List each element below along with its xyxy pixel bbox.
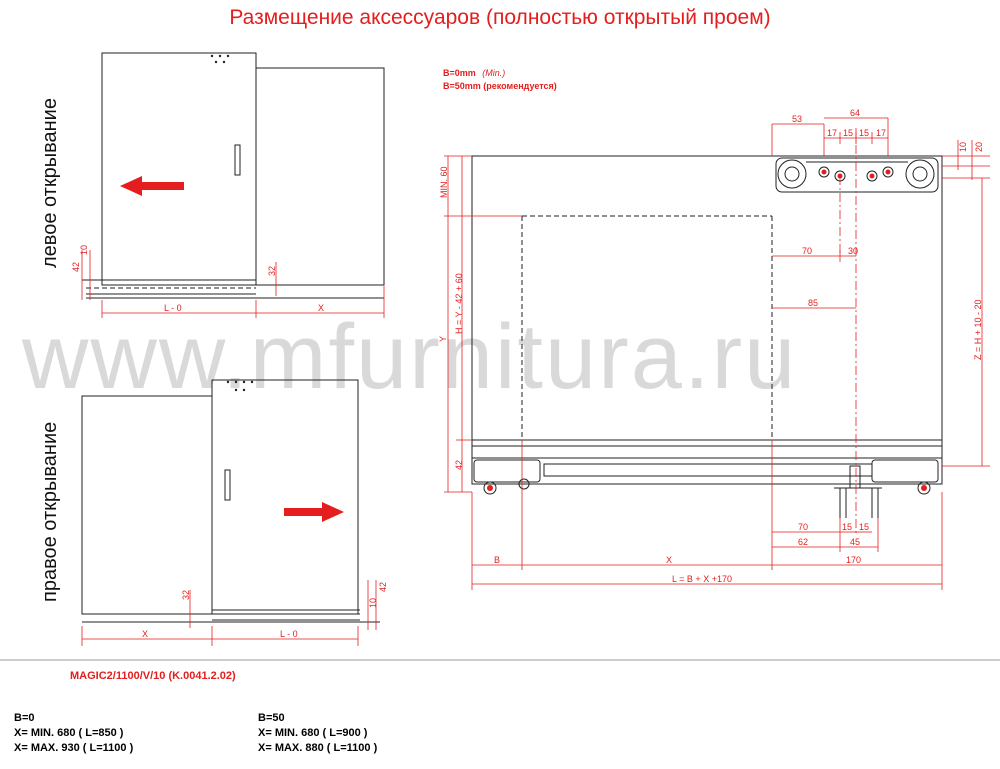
dim-17b: 17 <box>876 128 886 138</box>
dim-min60: MIN. 60 <box>439 166 449 198</box>
dim-h: H = Y - 42 + 60 <box>454 273 464 334</box>
dim-62: 62 <box>798 537 808 547</box>
dim-15d: 15 <box>859 522 869 532</box>
dim-42: 42 <box>71 262 81 272</box>
door-handle <box>224 469 231 501</box>
dim-10: 10 <box>79 245 89 255</box>
dim-15a: 15 <box>843 128 853 138</box>
left-opening-view: левое открывание 10 42 32 L - 0 X <box>39 52 385 318</box>
specs-b50: B=50 X= MIN. 680 ( L=900 ) X= MAX. 880 (… <box>258 712 378 754</box>
specs-b0: B=0 X= MIN. 680 ( L=850 ) X= MAX. 930 ( … <box>14 712 134 754</box>
dim-l: L = B + X +170 <box>672 574 732 584</box>
left-opening-label: левое открывание <box>39 98 61 268</box>
dim-30: 30 <box>848 246 858 256</box>
cabinet-body <box>81 395 213 615</box>
dim-32: 32 <box>267 266 277 276</box>
spec-b50-min: X= MIN. 680 ( L=900 ) <box>258 727 368 739</box>
dim-85: 85 <box>808 298 818 308</box>
door-panel <box>101 52 257 286</box>
dim-20: 20 <box>974 142 984 152</box>
door-handle <box>234 144 241 176</box>
arrow-left-icon <box>120 176 184 196</box>
legend-b0: B=0mm <box>443 68 476 78</box>
spec-b0-min: X= MIN. 680 ( L=850 ) <box>14 727 124 739</box>
dim-15c: 15 <box>842 522 852 532</box>
dim-10: 10 <box>368 598 378 608</box>
dim-53: 53 <box>792 114 802 124</box>
dim-17a: 17 <box>827 128 837 138</box>
dim-b: B <box>494 555 500 565</box>
cabinet-body <box>255 67 385 286</box>
spec-b0-max: X= MAX. 930 ( L=1100 ) <box>14 742 134 754</box>
right-opening-label: правое открывание <box>39 422 61 602</box>
dim-42: 42 <box>454 460 464 470</box>
dim-42: 42 <box>378 582 388 592</box>
svg-text:B=0mm (Min.): B=0mm (Min.) <box>443 68 505 78</box>
dim-64: 64 <box>850 108 860 118</box>
dim-x: X <box>142 629 148 639</box>
legend-b50: B=50mm (рекомендуется) <box>443 81 557 91</box>
b-legend: B=0mm (Min.) B=50mm (рекомендуется) <box>443 68 557 91</box>
cabinet-outline <box>471 155 943 485</box>
dim-l0: L - 0 <box>164 303 182 313</box>
dim-x: X <box>318 303 324 313</box>
dim-x: X <box>666 555 672 565</box>
dim-z: Z = H + 10 - 20 <box>973 299 983 360</box>
section-view: 53 64 17 15 15 17 10 20 MIN. 60 Y H = Y … <box>438 108 990 590</box>
dim-170: 170 <box>846 555 861 565</box>
dim-45: 45 <box>850 537 860 547</box>
dim-15b: 15 <box>859 128 869 138</box>
arrow-right-icon <box>284 502 344 522</box>
dim-32: 32 <box>181 590 191 600</box>
page-title: Размещение аксессуаров (полностью открыт… <box>229 6 771 29</box>
top-carriage <box>775 157 939 193</box>
door-panel <box>211 379 359 615</box>
dim-y: Y <box>438 336 448 342</box>
dim-70-bottom: 70 <box>798 522 808 532</box>
model-code: MAGIC2/1100/V/10 (K.0041.2.02) <box>70 670 236 682</box>
legend-b0-note: (Min.) <box>482 68 505 78</box>
dim-l0: L - 0 <box>280 629 298 639</box>
spec-b50-title: B=50 <box>258 712 285 724</box>
dim-70-top: 70 <box>802 246 812 256</box>
dim-10: 10 <box>958 142 968 152</box>
spec-b0-title: B=0 <box>14 712 35 724</box>
spec-b50-max: X= MAX. 880 ( L=1100 ) <box>258 742 378 754</box>
right-opening-view: правое открывание 32 10 42 X L - 0 <box>39 379 388 646</box>
watermark: www.mfurnitura.ru <box>21 306 797 408</box>
